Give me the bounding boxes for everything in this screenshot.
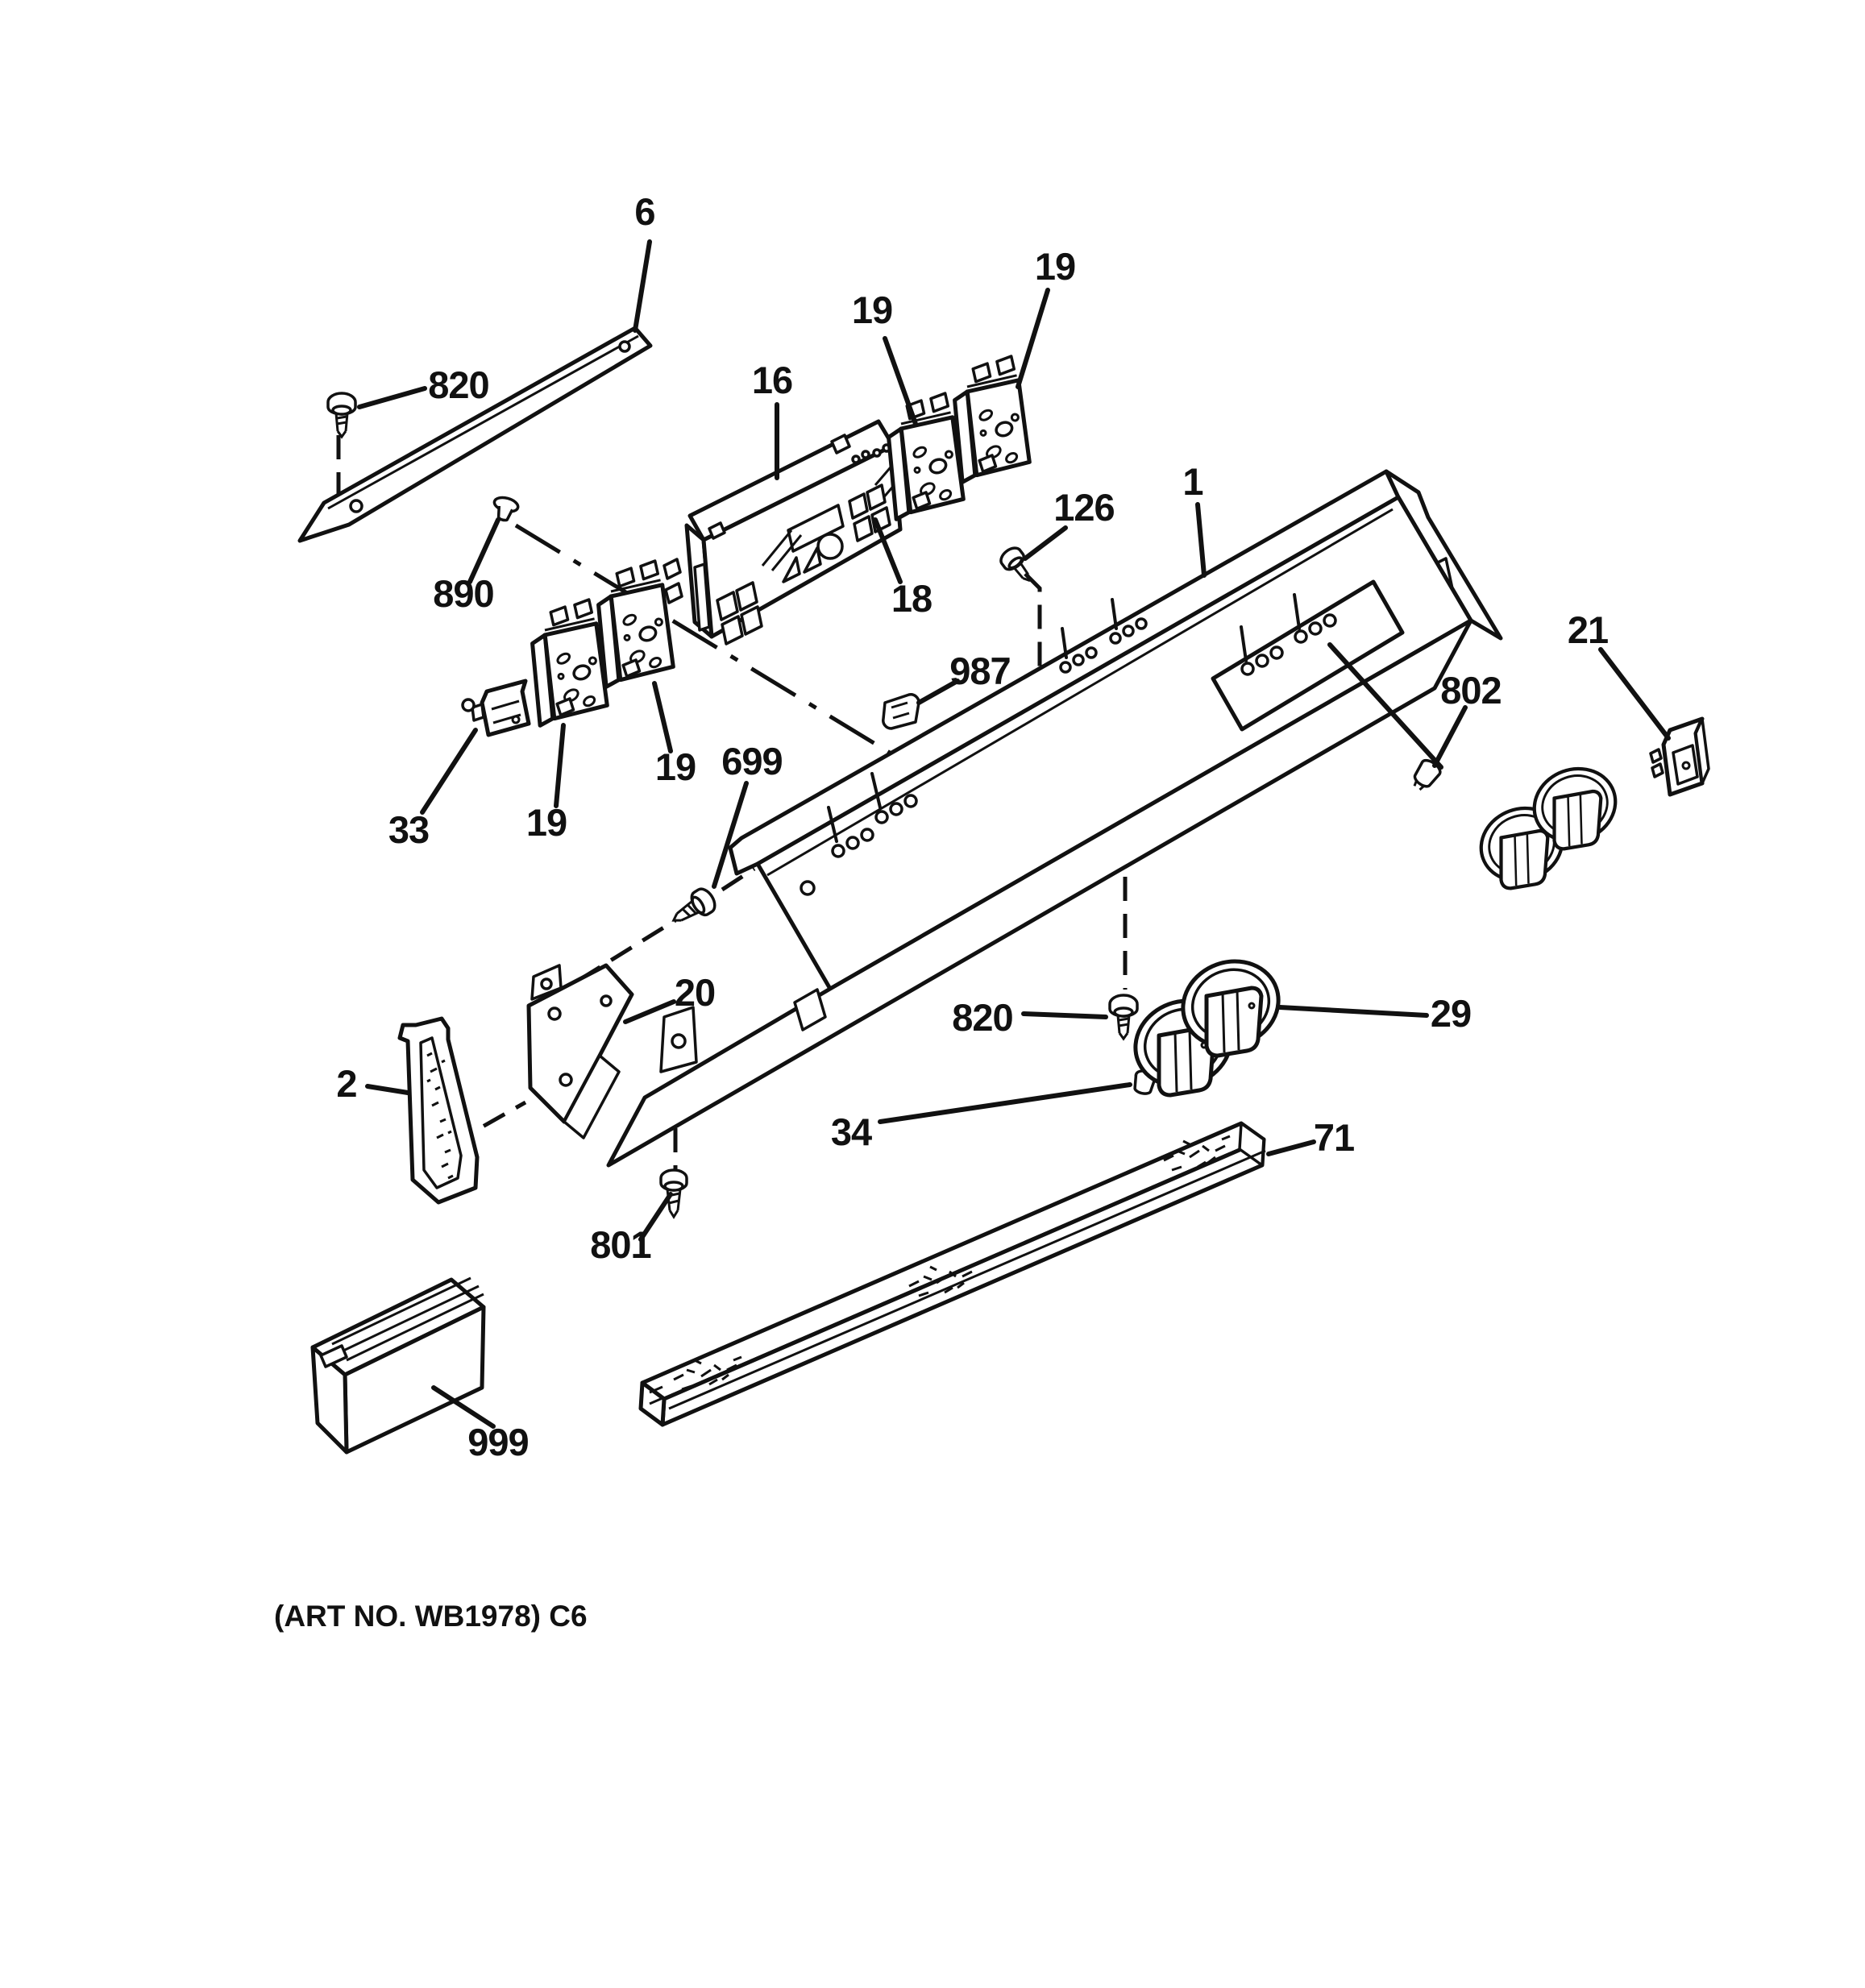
knob-right-back — [1532, 766, 1618, 851]
part-71-trim-strip — [638, 1121, 1266, 1427]
part-label-71: 71 — [1314, 1116, 1354, 1159]
screw-820-top-icon — [326, 392, 357, 439]
part-label-19-b: 19 — [655, 745, 696, 788]
part-label-1: 1 — [1182, 460, 1202, 503]
part-label-126: 126 — [1053, 486, 1114, 529]
part-label-16: 16 — [752, 359, 792, 401]
leader-lines — [357, 239, 1671, 1429]
part-label-33: 33 — [388, 808, 429, 851]
part-label-801: 801 — [590, 1223, 650, 1266]
part-label-820-top: 820 — [428, 363, 488, 406]
part-label-699: 699 — [721, 740, 782, 782]
knob-29-back — [1181, 959, 1281, 1058]
infinite-switch-19-b — [596, 559, 675, 689]
part-label-20: 20 — [675, 971, 715, 1014]
part-label-34: 34 — [831, 1110, 872, 1153]
part-label-987: 987 — [949, 650, 1010, 692]
part-label-19-d: 19 — [1035, 245, 1075, 288]
knob-right-front — [1479, 806, 1564, 890]
part-label-18: 18 — [891, 577, 932, 620]
carton-999 — [310, 1276, 486, 1455]
rivet-802-icon — [1413, 758, 1442, 791]
rocker-switch-21-icon — [1649, 716, 1710, 797]
part-label-2: 2 — [336, 1062, 356, 1105]
part-label-802: 802 — [1440, 669, 1501, 712]
bracket-20 — [526, 963, 634, 1139]
clip-987-icon — [882, 693, 920, 730]
part-16-control-module — [663, 419, 903, 645]
part-6-top-trim-strip — [297, 326, 653, 543]
infinite-switch-19-c — [887, 392, 966, 521]
part-label-6: 6 — [634, 190, 654, 233]
part-2-end-cap — [397, 1016, 480, 1205]
screw-699-icon — [671, 887, 717, 922]
screw-801-icon — [659, 1168, 688, 1219]
part-label-19-c: 19 — [852, 288, 892, 331]
switch-33-icon — [461, 679, 531, 737]
screw-126-icon — [999, 546, 1030, 583]
part-label-890: 890 — [433, 572, 493, 615]
screw-820-bottom-icon — [1108, 994, 1139, 1041]
fastener-890-icon — [492, 496, 520, 522]
alignment-centerlines — [336, 435, 1128, 1170]
art-number-footer: (ART NO. WB1978) C6 — [274, 1600, 588, 1633]
part-label-21: 21 — [1568, 608, 1608, 651]
infinite-switch-19-a — [530, 598, 609, 728]
part-label-19-a: 19 — [526, 801, 567, 844]
part-label-29: 29 — [1431, 992, 1471, 1035]
part-label-999: 999 — [467, 1421, 528, 1463]
part-label-820-bottom: 820 — [952, 996, 1012, 1039]
part-1-control-panel — [606, 469, 1503, 1168]
infinite-switch-19-d — [953, 355, 1032, 484]
